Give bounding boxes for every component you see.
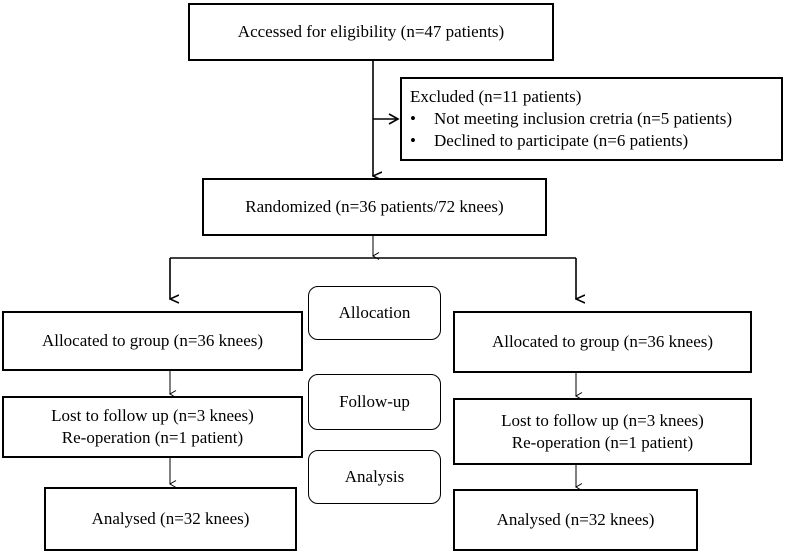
right-allocated-text: Allocated to group (n=36 knees): [491, 332, 714, 351]
excluded-item-text: Not meeting inclusion cretria (n=5 patie…: [434, 109, 733, 128]
right-analysed-box: Analysed (n=32 knees): [453, 489, 698, 551]
excluded-item-text: Declined to participate (n=6 patients): [434, 131, 689, 150]
randomized-box: Randomized (n=36 patients/72 knees): [202, 178, 547, 236]
randomized-text: Randomized (n=36 patients/72 knees): [245, 197, 504, 216]
stage-analysis: Analysis: [308, 450, 441, 504]
right-lost-box: Lost to follow up (n=3 knees) Re-operati…: [453, 398, 752, 465]
left-lost-text: Lost to follow up (n=3 knees): [51, 406, 254, 425]
bullet-icon: •: [410, 131, 416, 150]
right-reoperation-text: Re-operation (n=1 patient): [511, 432, 694, 452]
stage-analysis-label: Analysis: [344, 467, 405, 486]
stage-follow-up: Follow-up: [308, 374, 441, 430]
right-allocated-box: Allocated to group (n=36 knees): [453, 311, 752, 373]
left-allocated-box: Allocated to group (n=36 knees): [2, 311, 303, 371]
bullet-icon: •: [410, 109, 416, 128]
stage-allocation: Allocation: [308, 286, 441, 340]
left-lost-box: Lost to follow up (n=3 knees) Re-operati…: [2, 396, 303, 458]
left-reoperation-text: Re-operation (n=1 patient): [61, 428, 244, 447]
stage-follow-up-label: Follow-up: [339, 392, 410, 411]
excluded-title: Excluded (n=11 patients): [410, 87, 582, 106]
left-analysed-text: Analysed (n=32 knees): [91, 509, 250, 528]
eligibility-box: Accessed for eligibility (n=47 patients): [188, 3, 554, 61]
left-allocated-text: Allocated to group (n=36 knees): [41, 331, 264, 350]
right-analysed-text: Analysed (n=32 knees): [496, 510, 655, 529]
stage-allocation-label: Allocation: [338, 303, 411, 322]
excluded-item: • Not meeting inclusion cretria (n=5 pat…: [410, 108, 781, 130]
eligibility-text: Accessed for eligibility (n=47 patients): [237, 22, 505, 41]
right-lost-text: Lost to follow up (n=3 knees): [501, 410, 704, 430]
excluded-item: • Declined to participate (n=6 patients): [410, 130, 781, 152]
left-analysed-box: Analysed (n=32 knees): [44, 487, 297, 551]
excluded-box: Excluded (n=11 patients) • Not meeting i…: [400, 77, 783, 161]
